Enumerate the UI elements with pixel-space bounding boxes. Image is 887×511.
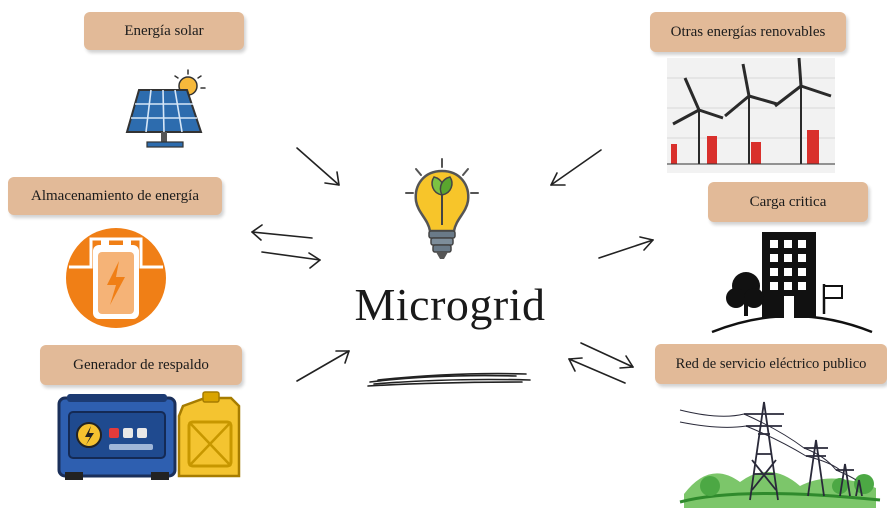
generator-icon [57,391,241,480]
building-icon [711,232,873,334]
wind-turbine-icon [667,57,835,173]
arrow-backup-to-center [296,350,350,382]
arrow-renewables-to-center [550,149,602,186]
microgrid-title: Microgrid [354,279,546,330]
renewables-label: Otras energías renovables [650,12,846,52]
storage-label: Almacenamiento de energía [8,177,222,215]
backup-label: Generador de respaldo [40,345,242,385]
arrow-grid-bidirectional [568,342,634,384]
solar-panel-icon [125,69,206,148]
arrow-storage-bidirectional [251,224,321,269]
lightbulb-icon [405,158,479,259]
solar-label: Energía solar [84,12,244,50]
arrow-solar-to-center [296,147,340,186]
power-tower-icon [679,401,881,508]
battery-icon [66,228,166,328]
critical-load-label: Carga critica [708,182,868,222]
grid-label: Red de servicio eléctrico publico [655,344,887,384]
scribble-underline [367,372,531,387]
arrow-center-to-critical-load [598,236,654,259]
